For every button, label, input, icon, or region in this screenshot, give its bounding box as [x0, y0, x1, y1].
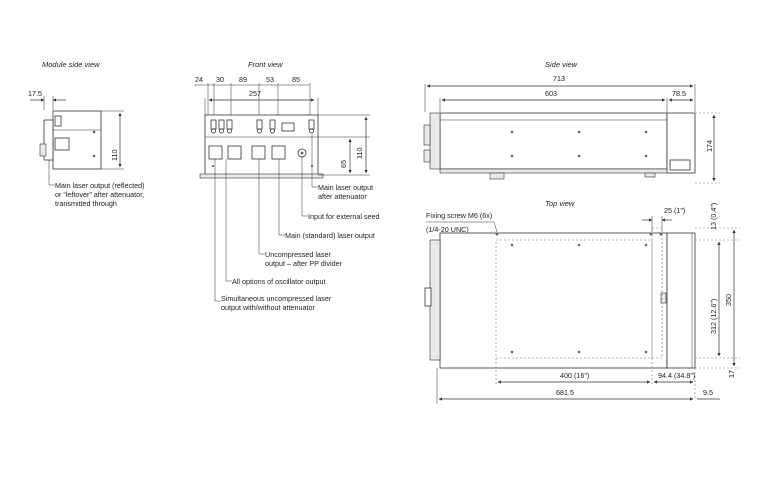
- callout-oscillator-output: All options of oscillator output: [232, 277, 326, 286]
- front-window-3: [251, 145, 266, 160]
- side-main-body: [439, 112, 668, 170]
- dim-module-110: 110: [110, 150, 119, 161]
- dim-front-24: 24: [195, 75, 203, 84]
- dim-top-400: 400 (16"): [560, 371, 589, 380]
- side-foot: [489, 172, 505, 180]
- dim-top-17: 17: [727, 370, 736, 378]
- module-note-line-3: transmitted through: [55, 199, 117, 208]
- dim-side-713: 713: [553, 74, 565, 83]
- dim-top-94-4: 94.4 (34.8"): [658, 371, 695, 380]
- top-main-body: [439, 232, 668, 369]
- callout-external-seed: Input for external seed: [308, 212, 380, 221]
- side-rear-panel: [669, 159, 691, 171]
- top-rear-module: [666, 232, 696, 369]
- front-base: [199, 173, 324, 179]
- dim-top-681-5: 681.5: [556, 388, 574, 397]
- module-note-line-1: Main laser output (reflected): [55, 181, 145, 190]
- dim-side-603: 603: [545, 89, 557, 98]
- front-connectors: [210, 119, 315, 134]
- dim-top-25: 25 (1"): [664, 206, 685, 215]
- screw-note-line-1: Fixing screw M6 (6x): [426, 211, 492, 220]
- front-view: Front view 24 30 89 53 85 257: [194, 60, 380, 312]
- title-front-view: Front view: [248, 60, 283, 69]
- title-top-view: Top view: [545, 199, 575, 208]
- module-port: [39, 143, 47, 157]
- dim-top-350: 350: [724, 294, 733, 306]
- callout-uncompressed-pp-1: Uncompressed laser: [265, 250, 332, 259]
- callout-main-output-attenuator-2: after attenuator: [318, 192, 367, 201]
- callout-simultaneous-2: output with/without attenuator: [221, 303, 316, 312]
- front-window-2: [227, 145, 242, 160]
- module-front-plate: [43, 119, 54, 161]
- title-side-view: Side view: [545, 60, 578, 69]
- module-note-line-2: or “leftover” after attenuator,: [55, 190, 144, 199]
- module-window: [54, 137, 70, 151]
- dim-top-312: 312 (12.6"): [709, 299, 718, 334]
- module-side-view: Module side view 17.5 110 Main laser out…: [28, 60, 145, 208]
- callout-simultaneous-1: Simultaneous uncompressed laser: [221, 294, 332, 303]
- dim-front-110: 110: [355, 148, 364, 159]
- side-base: [439, 168, 668, 174]
- top-front-connector: [424, 287, 432, 307]
- side-front-connectors: [423, 124, 431, 146]
- dim-side-174: 174: [705, 140, 714, 152]
- dim-top-9-5: 9.5: [703, 388, 713, 397]
- top-view: Top view Fixing screw M6 (6x) (1/4-20 UN…: [424, 199, 740, 404]
- front-window-4: [271, 145, 286, 160]
- title-module-side-view: Module side view: [42, 60, 100, 69]
- side-view: Side view 713 603 78.5 174: [423, 60, 720, 184]
- dim-module-17-5: 17.5: [28, 89, 42, 98]
- callout-main-output-attenuator-1: Main laser output: [318, 183, 373, 192]
- dim-side-78-5: 78.5: [672, 89, 686, 98]
- module-connector: [54, 115, 62, 127]
- dim-front-89: 89: [239, 75, 247, 84]
- top-footprint-outline: [495, 239, 653, 359]
- dim-top-13: 13 (0.4"): [709, 203, 718, 230]
- side-front-panel: [429, 112, 441, 170]
- dim-front-65: 65: [339, 160, 348, 168]
- callout-main-standard-output: Main (standard) laser output: [285, 231, 375, 240]
- top-front-panel: [429, 239, 441, 361]
- dim-front-53: 53: [266, 75, 274, 84]
- front-window-1: [208, 145, 223, 160]
- callout-uncompressed-pp-2: output – after PP divider: [265, 259, 343, 268]
- dim-front-85: 85: [292, 75, 300, 84]
- screw-note-line-2: (1/4-20 UNC): [426, 225, 469, 234]
- dim-front-30: 30: [216, 75, 224, 84]
- dim-front-257: 257: [249, 89, 261, 98]
